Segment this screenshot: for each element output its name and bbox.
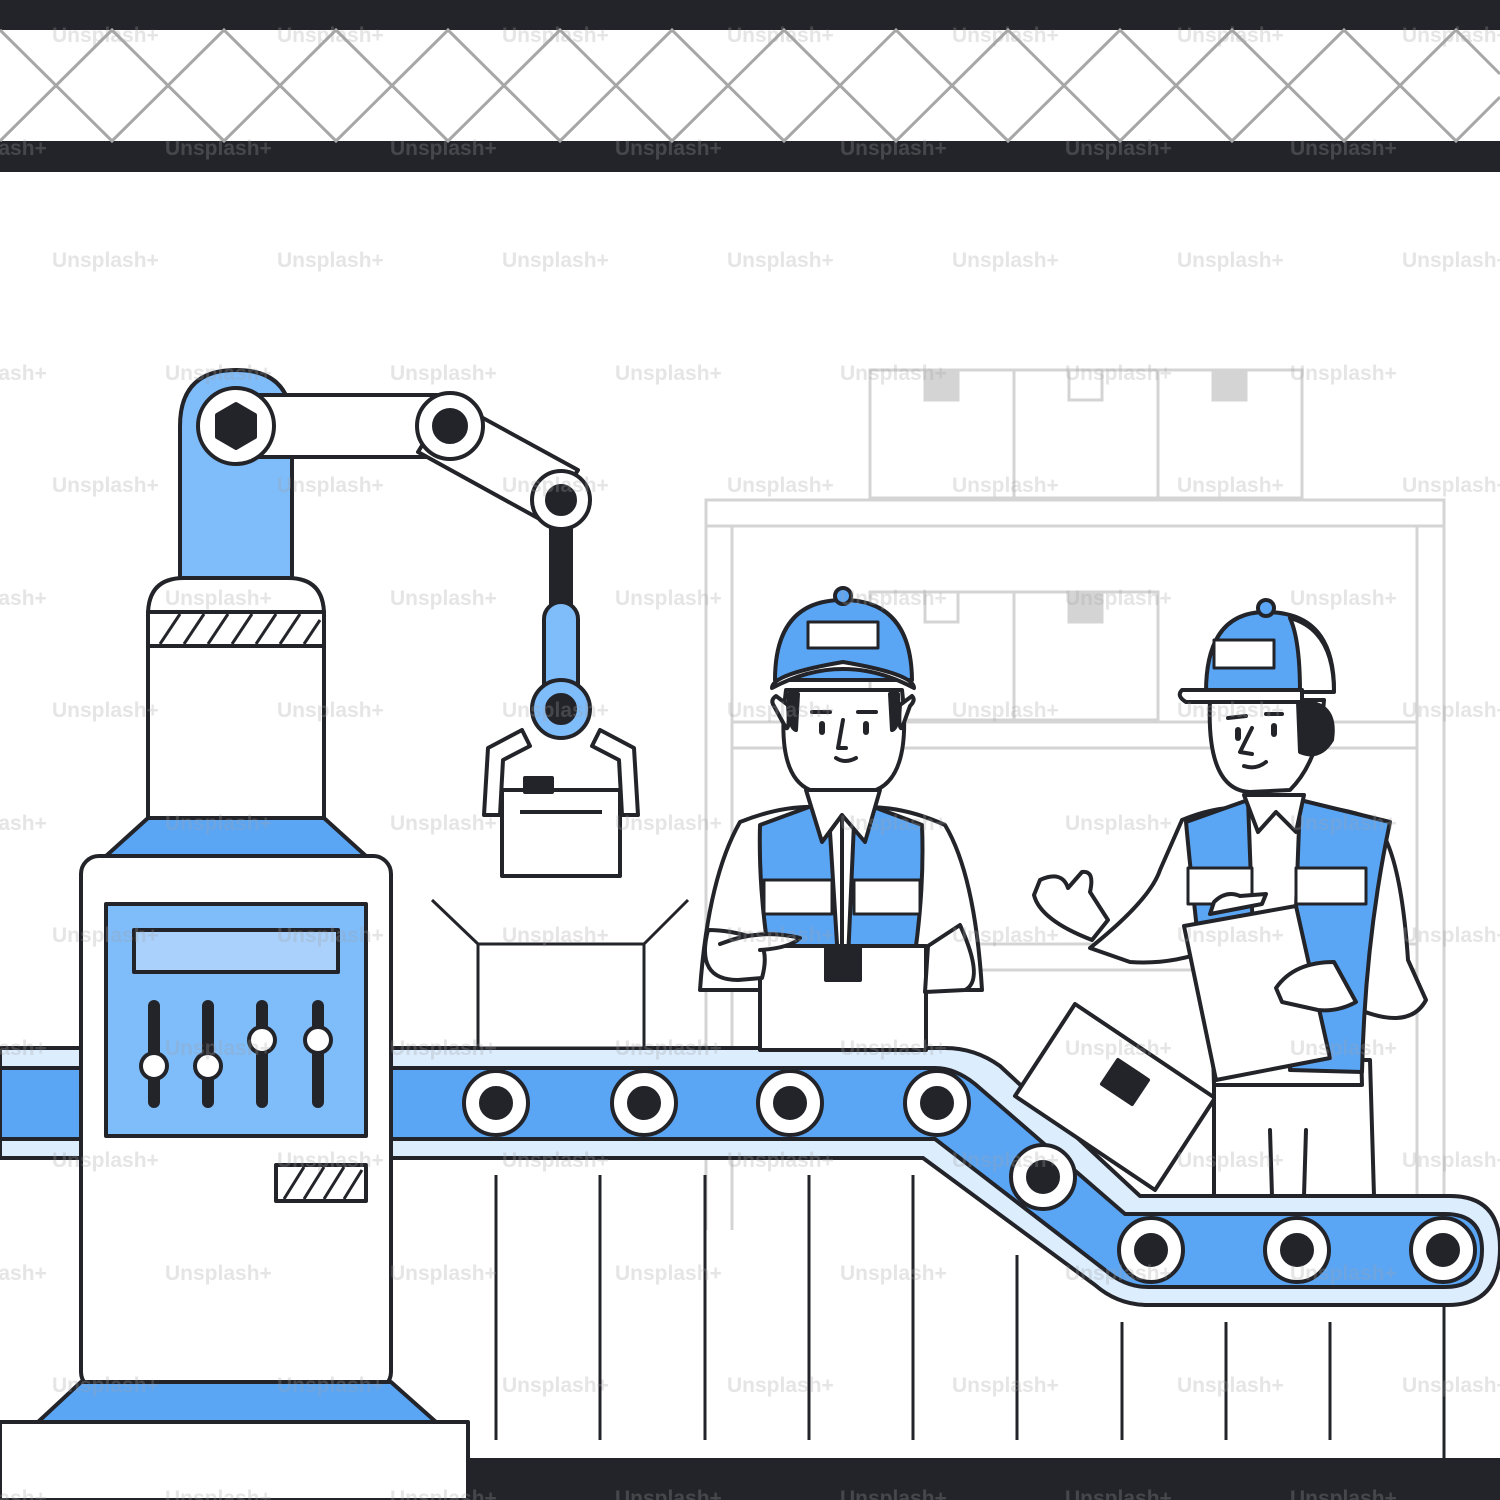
control-machine xyxy=(0,576,470,1500)
tilted-cardboard-box-icon xyxy=(1013,1002,1217,1192)
storage-shelf xyxy=(704,368,1446,1230)
conveyor-support-legs xyxy=(494,1175,1446,1460)
worker-right-icon xyxy=(1032,598,1428,1198)
robot-arm-icon xyxy=(178,368,592,708)
open-cardboard-box-icon xyxy=(430,898,690,1050)
clipboard-icon xyxy=(1182,892,1332,1082)
worker-left-icon xyxy=(698,586,984,1052)
gripper-claw-icon xyxy=(482,678,640,878)
ceiling-truss xyxy=(0,0,1500,172)
